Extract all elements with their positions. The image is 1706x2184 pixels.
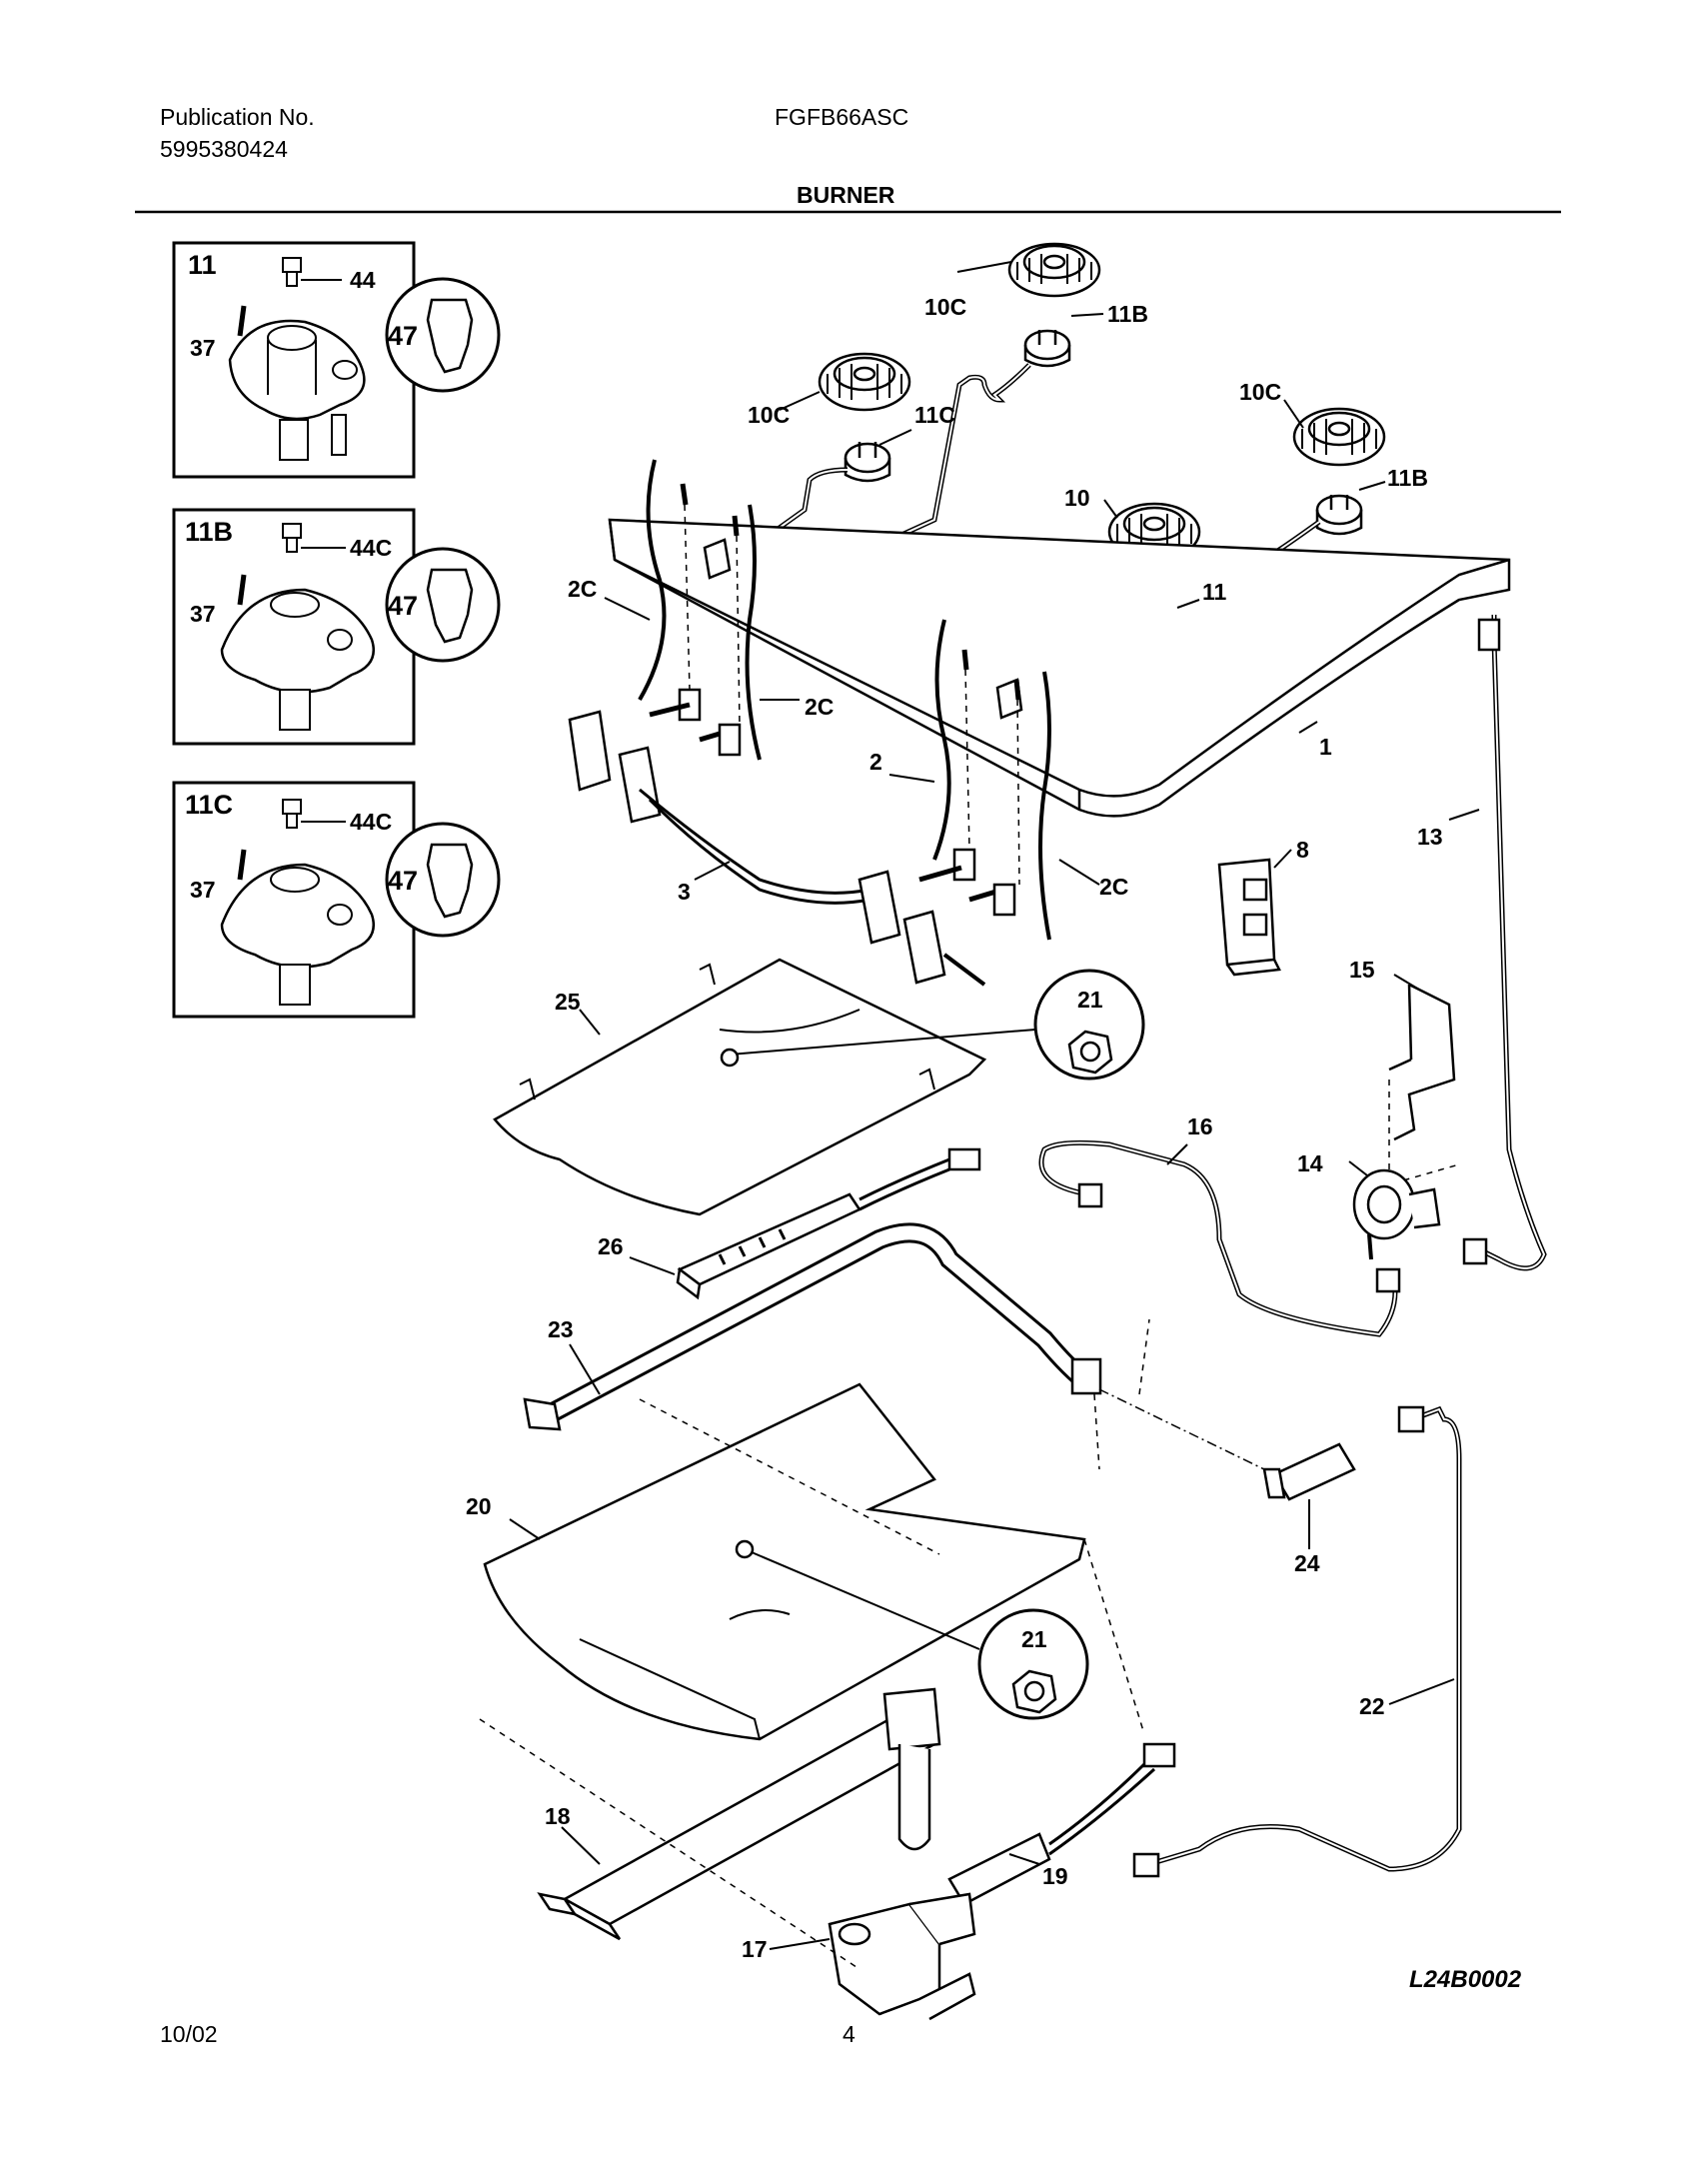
label-47: 47 bbox=[388, 321, 418, 351]
label-47: 47 bbox=[388, 591, 418, 621]
label-2c-c: 2C bbox=[1099, 874, 1128, 900]
label-21-a: 21 bbox=[1077, 987, 1103, 1013]
inset-11c: 11C 44C 37 47 bbox=[172, 781, 501, 1019]
label-10c-right: 10C bbox=[1239, 379, 1281, 405]
label-37: 37 bbox=[190, 601, 216, 627]
spark-module-8 bbox=[1217, 858, 1281, 977]
label-11: 11 bbox=[1202, 579, 1227, 605]
orifice-24 bbox=[1262, 1442, 1356, 1501]
label-44c: 44C bbox=[350, 809, 392, 835]
label-44c: 44C bbox=[350, 535, 392, 561]
label-2c-b: 2C bbox=[805, 694, 834, 720]
label-47: 47 bbox=[388, 866, 418, 896]
bracket-15 bbox=[1388, 983, 1456, 1141]
label-25: 25 bbox=[555, 989, 581, 1015]
inset-11: 11 44 37 47 bbox=[172, 241, 501, 479]
ignitor-19 bbox=[947, 1742, 1176, 1906]
baffle-20 bbox=[483, 1382, 1086, 1741]
publication-label: Publication No. bbox=[160, 104, 315, 130]
broil-burner-18 bbox=[537, 1687, 941, 1941]
page-number: 4 bbox=[843, 2021, 855, 2047]
label-20: 20 bbox=[466, 1493, 492, 1519]
model-number: FGFB66ASC bbox=[775, 104, 909, 130]
section-title: BURNER bbox=[797, 182, 895, 208]
burner-base-11c bbox=[768, 442, 891, 538]
footer-date: 10/02 bbox=[160, 2021, 218, 2047]
inset-title: 11 bbox=[188, 250, 217, 280]
label-11b-right: 11B bbox=[1387, 465, 1428, 491]
gas-valve-17 bbox=[828, 1892, 976, 2021]
burner-head-10c-top bbox=[1007, 242, 1101, 298]
valve-2c-left bbox=[638, 459, 762, 761]
label-22: 22 bbox=[1359, 1693, 1385, 1719]
deflector-25 bbox=[493, 958, 987, 1216]
label-16: 16 bbox=[1187, 1113, 1213, 1139]
label-24: 24 bbox=[1294, 1550, 1320, 1576]
fitting-13-top bbox=[1477, 618, 1501, 652]
label-13: 13 bbox=[1417, 824, 1443, 850]
label-8: 8 bbox=[1296, 837, 1309, 863]
valve-2c-right bbox=[918, 619, 1051, 941]
label-11c: 11C bbox=[914, 402, 955, 428]
label-26: 26 bbox=[598, 1233, 624, 1259]
regulator-14 bbox=[1352, 1168, 1441, 1260]
burner-tube-23 bbox=[523, 1222, 1102, 1431]
publication-number: 5995380424 bbox=[160, 136, 288, 162]
label-10c-left: 10C bbox=[748, 402, 790, 428]
label-14: 14 bbox=[1297, 1150, 1323, 1176]
ignitor-26 bbox=[676, 1147, 981, 1300]
inset-title: 11C bbox=[185, 790, 233, 820]
wire-harness-3 bbox=[568, 710, 986, 987]
label-15: 15 bbox=[1349, 957, 1375, 983]
label-3: 3 bbox=[678, 879, 691, 905]
drawing-code: L24B0002 bbox=[1409, 1966, 1522, 1993]
label-10c-top: 10C bbox=[924, 294, 966, 320]
label-37: 37 bbox=[190, 877, 216, 903]
burner-base-11b-top bbox=[828, 329, 1071, 571]
manifold-clip-left bbox=[703, 538, 732, 580]
inset-title: 11B bbox=[185, 517, 233, 547]
fitting-13-bottom bbox=[1462, 1237, 1488, 1265]
label-44: 44 bbox=[350, 267, 376, 293]
label-2: 2 bbox=[869, 749, 882, 775]
label-19: 19 bbox=[1042, 1863, 1068, 1889]
label-1: 1 bbox=[1319, 734, 1332, 760]
label-10: 10 bbox=[1064, 485, 1090, 511]
manifold-1 bbox=[608, 518, 1511, 818]
main-drawing bbox=[479, 242, 1547, 2021]
inset-11b: 11B 44C 37 47 bbox=[172, 508, 501, 746]
label-2c-a: 2C bbox=[568, 576, 597, 602]
label-37: 37 bbox=[190, 335, 216, 361]
label-23: 23 bbox=[548, 1316, 574, 1342]
label-21-b: 21 bbox=[1021, 1626, 1047, 1652]
label-11b-top: 11B bbox=[1107, 301, 1148, 327]
label-18: 18 bbox=[545, 1803, 571, 1829]
burner-head-10c-left bbox=[818, 352, 911, 412]
burner-head-10c-right bbox=[1292, 407, 1386, 467]
label-17: 17 bbox=[742, 1936, 768, 1962]
